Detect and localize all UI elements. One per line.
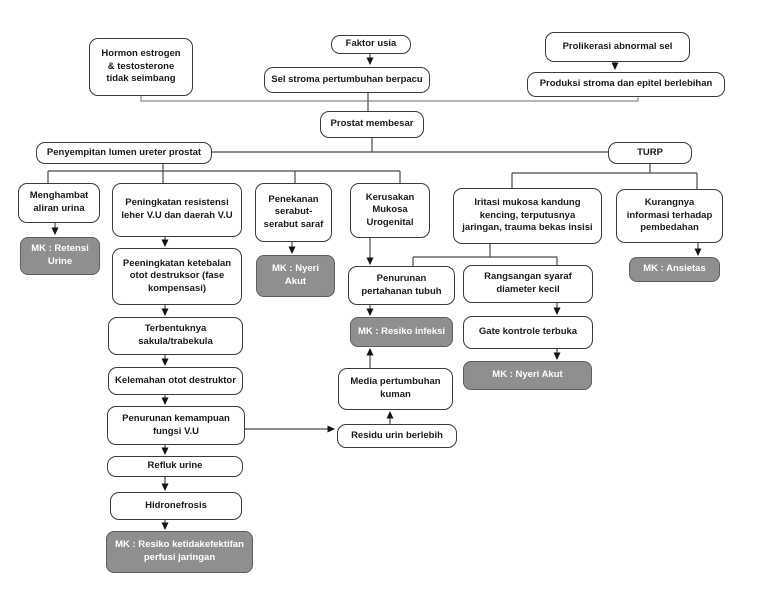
node-prostat-membesar: Prostat membesar bbox=[320, 111, 424, 138]
node-faktor-usia: Faktor usia bbox=[331, 35, 411, 54]
node-hidronefrosis: Hidronefrosis bbox=[110, 492, 242, 520]
node-kurangnya-informasi: Kurangnya informasi terhadap pembedahan bbox=[616, 189, 723, 243]
node-mk-ansietas: MK : Ansietas bbox=[629, 257, 720, 282]
node-iritasi-mukosa: Iritasi mukosa kandung kencing, terputus… bbox=[453, 188, 602, 244]
node-terbentuknya-sakula: Terbentuknya sakula/trabekula bbox=[108, 317, 243, 355]
node-penekanan-serabut: Penekanan serabut- serabut saraf bbox=[255, 183, 332, 242]
node-peningkatan-resistensi: Peningkatan resistensi leher V.U dan dae… bbox=[112, 183, 242, 237]
node-turp: TURP bbox=[608, 142, 692, 164]
node-penurunan-pertahanan: Penurunan pertahanan tubuh bbox=[348, 266, 455, 305]
node-hormon: Hormon estrogen & testosterone tidak sei… bbox=[89, 38, 193, 96]
node-kerusakan-mukosa: Kerusakan Mukosa Urogenital bbox=[350, 183, 430, 238]
node-gate-kontrole: Gate kontrole terbuka bbox=[463, 316, 593, 349]
node-mk-retensi-urine: MK : Retensi Urine bbox=[20, 237, 100, 275]
node-prolikerasi: Prolikerasi abnormal sel bbox=[545, 32, 690, 62]
node-mk-perfusi: MK : Resiko ketidakefektifan perfusi jar… bbox=[106, 531, 253, 573]
node-mk-nyeri-akut-1: MK : Nyeri Akut bbox=[256, 255, 335, 297]
node-sel-stroma: Sel stroma pertumbuhan berpacu bbox=[264, 67, 430, 93]
node-penurunan-kemampuan: Penurunan kemampuan fungsi V.U bbox=[107, 406, 245, 445]
node-penyempitan: Penyempitan lumen ureter prostat bbox=[36, 142, 212, 164]
node-kelemahan-otot: Kelemahan otot destruktor bbox=[108, 367, 243, 395]
node-produksi: Produksi stroma dan epitel berlebihan bbox=[527, 72, 725, 97]
node-residu-urin: Residu urin berlebih bbox=[337, 424, 457, 448]
node-mk-nyeri-akut-2: MK : Nyeri Akut bbox=[463, 361, 592, 390]
node-media-pertumbuhan: Media pertumbuhan kuman bbox=[338, 368, 453, 410]
node-mk-resiko-infeksi: MK : Resiko infeksi bbox=[350, 317, 453, 347]
node-refluk-urine: Refluk urine bbox=[107, 456, 243, 477]
node-rangsangan-syaraf: Rangsangan syaraf diameter kecil bbox=[463, 265, 593, 303]
node-menghambat: Menghambat aliran urina bbox=[18, 183, 100, 223]
node-peeningkatan-ketebalan: Peeningkatan ketebalan otot destruksor (… bbox=[112, 248, 242, 305]
